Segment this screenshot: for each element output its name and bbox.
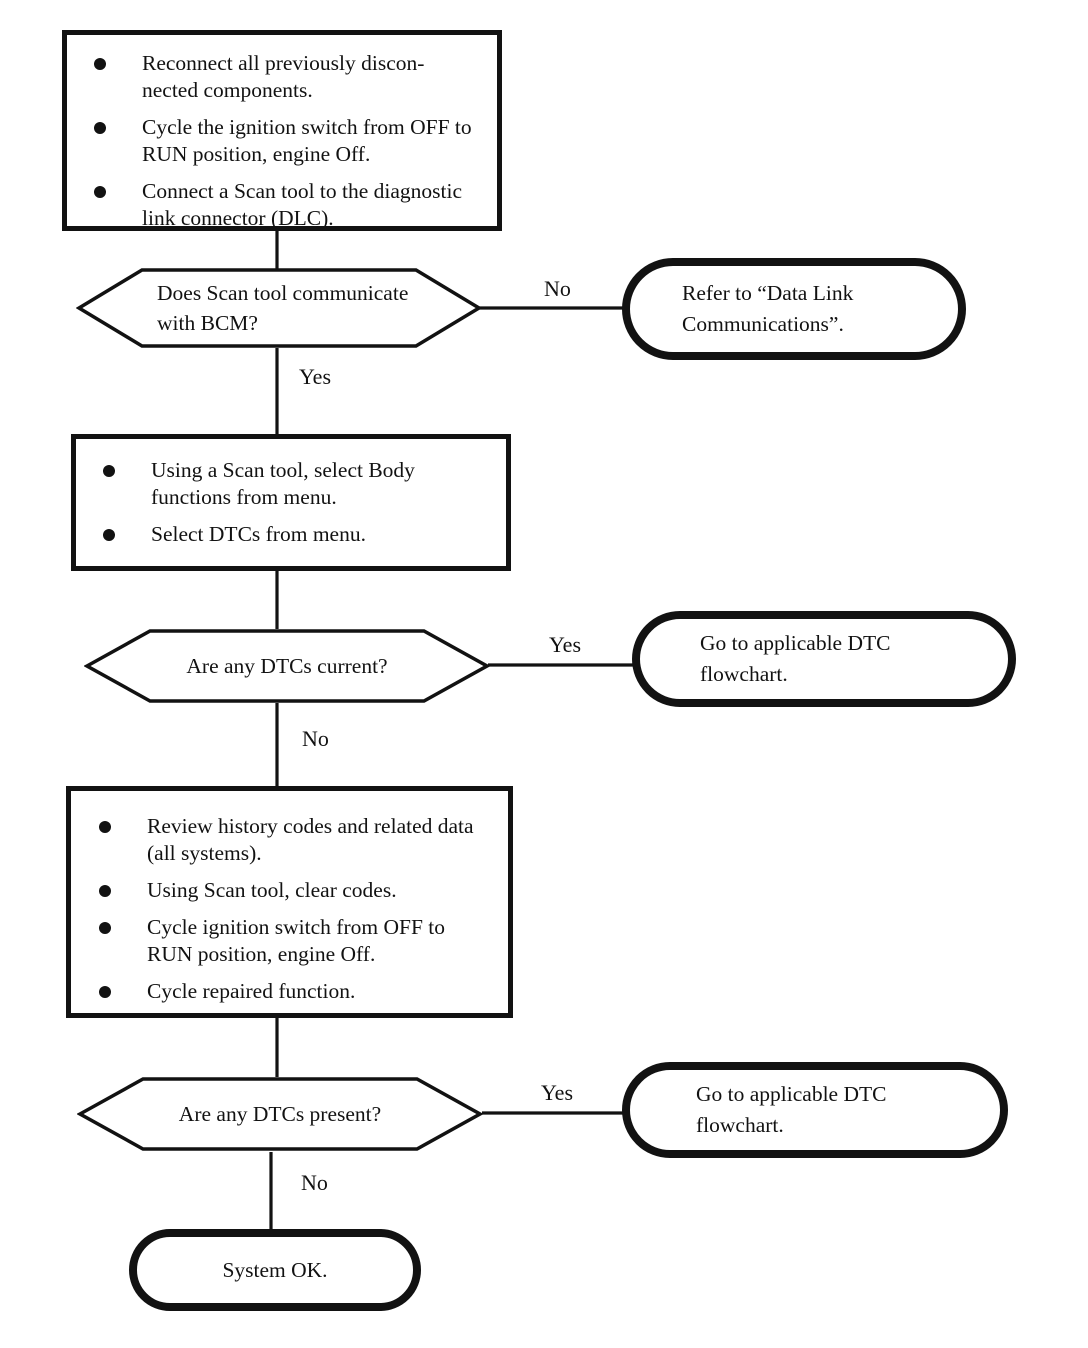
decision-dtcs-present: Are any DTCs present? — [77, 1075, 483, 1153]
hexagon-shape — [77, 1077, 483, 1151]
decision-label: Are any DTCs present? — [178, 1102, 382, 1126]
bullet-icon — [103, 465, 115, 477]
bullet-icon — [94, 122, 106, 134]
edge-label-no: No — [302, 726, 329, 751]
decision-dtcs-current: Are any DTCs current? — [84, 627, 490, 705]
edge-label-no: No — [301, 1170, 328, 1195]
decision-label: Does Scan tool communicate with BCM? — [157, 281, 409, 335]
list-item: Using a Scan tool, select Body functions… — [103, 457, 500, 511]
bullet-icon — [103, 529, 115, 541]
terminal-go-to-dtc-flowchart-1: Go to applicable DTC flowchart. — [632, 611, 1016, 707]
bullet-text: Review history codes and related data (a… — [147, 814, 474, 865]
hexagon-shape — [76, 268, 482, 348]
terminal-label: Go to applicable DTC flowchart. — [700, 631, 891, 686]
bullet-icon — [99, 821, 111, 833]
terminal-label: System OK. — [222, 1257, 328, 1282]
list-item: Select DTCs from menu. — [103, 521, 500, 548]
bullet-icon — [99, 885, 111, 897]
process-box-select-body-functions: Using a Scan tool, select Body functions… — [71, 434, 511, 571]
list-item: Cycle the ignition switch from OFF to RU… — [94, 114, 491, 168]
edge-label-no: No — [544, 276, 571, 301]
terminal-system-ok: System OK. — [129, 1229, 421, 1311]
terminal-label: Go to applicable DTC flowchart. — [696, 1082, 887, 1137]
bullet-text: Select DTCs from menu. — [151, 522, 366, 546]
edge-label-yes: Yes — [299, 364, 332, 389]
bullet-list: Review history codes and related data (a… — [99, 813, 502, 1005]
bullet-text: Connect a Scan tool to the diagnostic li… — [142, 179, 463, 230]
bullet-icon — [99, 986, 111, 998]
bullet-text: Using Scan tool, clear codes. — [147, 878, 397, 902]
edge-label-yes: Yes — [549, 632, 582, 657]
list-item: Using Scan tool, clear codes. — [99, 877, 502, 904]
terminal-label: Refer to “Data Link Communications”. — [682, 281, 854, 336]
bullet-text: Reconnect all previously discon- nected … — [142, 51, 425, 102]
terminal-go-to-dtc-flowchart-2: Go to applicable DTC flowchart. — [622, 1062, 1008, 1158]
bullet-icon — [94, 186, 106, 198]
bullet-list: Using a Scan tool, select Body functions… — [103, 457, 500, 548]
bullet-icon — [99, 922, 111, 934]
bullet-text: Using a Scan tool, select Body functions… — [151, 458, 415, 509]
list-item: Cycle ignition switch from OFF to RUN po… — [99, 914, 502, 968]
bullet-text: Cycle ignition switch from OFF to RUN po… — [147, 915, 446, 966]
list-item: Connect a Scan tool to the diagnostic li… — [94, 178, 491, 232]
bullet-text: Cycle repaired function. — [147, 979, 356, 1003]
bullet-icon — [94, 58, 106, 70]
edge-label-yes: Yes — [541, 1080, 574, 1105]
bullet-text: Cycle the ignition switch from OFF to RU… — [142, 115, 472, 166]
hexagon-shape — [84, 629, 490, 703]
process-box-reconnect-components: Reconnect all previously discon- nected … — [62, 30, 502, 231]
list-item: Review history codes and related data (a… — [99, 813, 502, 867]
decision-scan-tool-communicate: Does Scan tool communicate with BCM? — [76, 266, 482, 350]
bullet-list: Reconnect all previously discon- nected … — [94, 50, 491, 232]
decision-label: Are any DTCs current? — [186, 654, 388, 678]
list-item: Cycle repaired function. — [99, 978, 502, 1005]
process-box-review-history-codes: Review history codes and related data (a… — [66, 786, 513, 1018]
terminal-refer-data-link: Refer to “Data Link Communications”. — [622, 258, 966, 360]
list-item: Reconnect all previously discon- nected … — [94, 50, 491, 104]
